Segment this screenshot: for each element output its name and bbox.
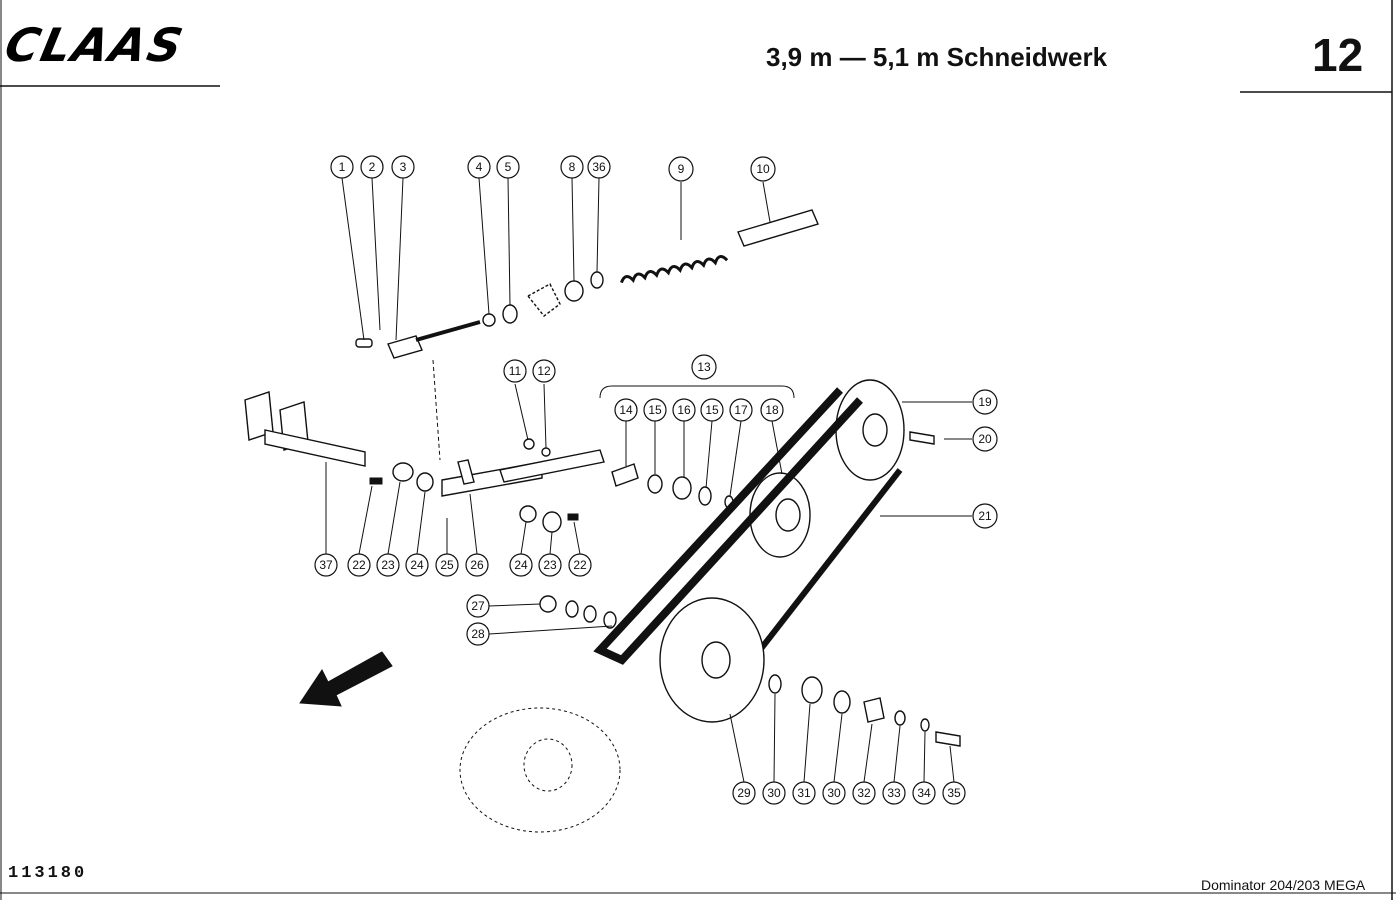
callout-2: 2 (360, 155, 384, 179)
svg-text:24: 24 (514, 558, 528, 572)
svg-text:30: 30 (827, 786, 841, 800)
svg-text:30: 30 (767, 786, 781, 800)
callout-3: 3 (391, 155, 415, 179)
callout-8: 8 (560, 155, 584, 179)
svg-text:12: 12 (537, 364, 551, 378)
callout-24a: 24 (405, 553, 429, 577)
page-number: 12 (1312, 29, 1364, 81)
svg-text:4: 4 (476, 160, 483, 174)
svg-text:23: 23 (543, 558, 557, 572)
callout-24b: 24 (509, 553, 533, 577)
callout-16: 16 (672, 398, 696, 422)
svg-text:29: 29 (737, 786, 751, 800)
svg-text:15: 15 (705, 403, 719, 417)
callout-14: 14 (614, 398, 638, 422)
svg-text:11: 11 (509, 364, 522, 378)
svg-text:1: 1 (339, 160, 346, 174)
svg-text:10: 10 (756, 162, 770, 176)
svg-text:17: 17 (734, 403, 748, 417)
callout-35: 35 (942, 781, 966, 805)
svg-text:20: 20 (978, 432, 992, 446)
svg-text:15: 15 (648, 403, 662, 417)
direction-arrow-icon (299, 651, 393, 707)
svg-text:26: 26 (470, 558, 484, 572)
callout-37: 37 (314, 553, 338, 577)
svg-text:22: 22 (573, 558, 587, 572)
belt-drive (459, 379, 961, 833)
callout-23a: 23 (376, 553, 400, 577)
callout-21: 21 (972, 503, 998, 529)
callout-18: 18 (760, 398, 784, 422)
model-name: Dominator 204/203 MEGA (1201, 877, 1366, 893)
callout-11: 11 (503, 359, 527, 383)
callout-22b: 22 (568, 553, 592, 577)
svg-text:33: 33 (887, 786, 901, 800)
callout-15a: 15 (643, 398, 667, 422)
svg-text:24: 24 (410, 558, 424, 572)
callout-27: 27 (466, 594, 490, 618)
callout-4: 4 (467, 155, 491, 179)
tension-rod-assembly (355, 209, 819, 461)
svg-text:5: 5 (505, 160, 512, 174)
svg-text:21: 21 (978, 509, 992, 523)
callout-19: 19 (972, 389, 998, 415)
callout-15b: 15 (700, 398, 724, 422)
shaft-bracket-assembly (244, 391, 605, 533)
callout-29: 29 (732, 781, 756, 805)
callout-34: 34 (912, 781, 936, 805)
svg-text:9: 9 (678, 162, 685, 176)
page-title: 3,9 m — 5,1 m Schneidwerk (766, 42, 1108, 72)
svg-text:32: 32 (857, 786, 871, 800)
callout-25: 25 (435, 553, 459, 577)
callout-31: 31 (792, 781, 816, 805)
callout-32: 32 (852, 781, 876, 805)
callout-17: 17 (729, 398, 753, 422)
callout-23b: 23 (538, 553, 562, 577)
svg-text:2: 2 (369, 160, 376, 174)
callout-5: 5 (496, 155, 520, 179)
callout-12: 12 (532, 359, 556, 383)
svg-text:27: 27 (471, 599, 485, 613)
svg-text:31: 31 (797, 786, 811, 800)
callout-13: 13 (691, 354, 717, 380)
document-number: 113180 (8, 864, 88, 883)
callout-33: 33 (882, 781, 906, 805)
leader-lines (325, 177, 972, 783)
callout-20: 20 (972, 426, 998, 452)
svg-text:18: 18 (765, 403, 779, 417)
svg-text:16: 16 (677, 403, 691, 417)
svg-text:34: 34 (917, 786, 931, 800)
svg-text:19: 19 (978, 395, 992, 409)
svg-text:3: 3 (400, 160, 407, 174)
svg-text:8: 8 (569, 160, 576, 174)
svg-text:35: 35 (947, 786, 961, 800)
callout-28: 28 (466, 622, 490, 646)
callout-26: 26 (465, 553, 489, 577)
callout-22a: 22 (347, 553, 371, 577)
svg-text:36: 36 (592, 160, 606, 174)
callout-30b: 30 (822, 781, 846, 805)
svg-text:25: 25 (440, 558, 454, 572)
callout-36: 36 (587, 155, 611, 179)
svg-text:14: 14 (619, 403, 633, 417)
svg-text:28: 28 (471, 627, 485, 641)
svg-text:13: 13 (697, 360, 711, 374)
svg-text:23: 23 (381, 558, 395, 572)
callout-30a: 30 (762, 781, 786, 805)
svg-text:37: 37 (319, 558, 333, 572)
callout-1: 1 (330, 155, 354, 179)
callout-10: 10 (750, 156, 776, 182)
svg-text:22: 22 (352, 558, 366, 572)
callout-9: 9 (668, 156, 694, 182)
